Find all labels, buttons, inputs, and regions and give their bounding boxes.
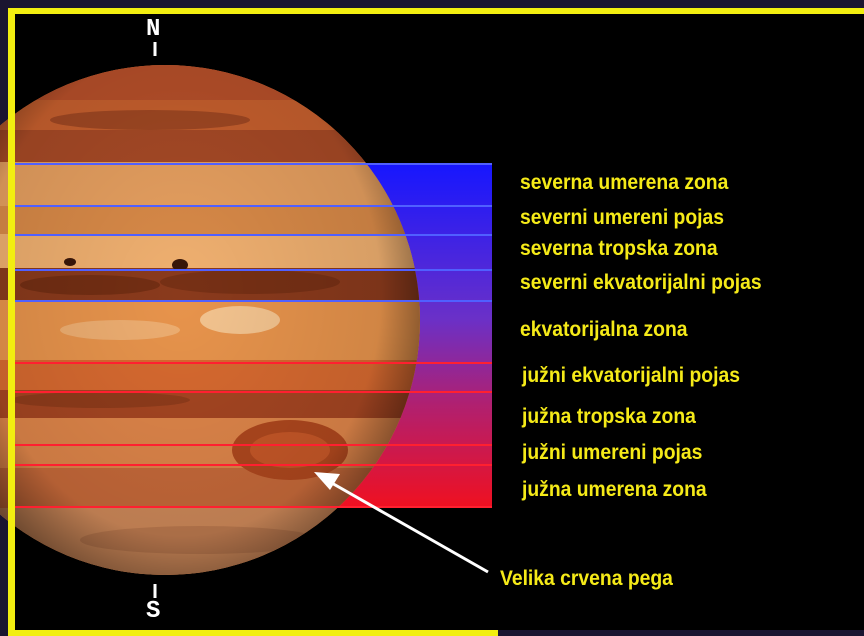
- south-pole-label: S: [146, 598, 161, 625]
- zone-label-juzni-umereni-pojas: južni umereni pojas: [522, 441, 703, 464]
- zone-label-severni-ekvatorijalni-pojas: severni ekvatorijalni pojas: [520, 271, 762, 294]
- zone-label-severna-tropska-zona: severna tropska zona: [520, 237, 718, 260]
- frame-top-border: [8, 8, 864, 14]
- zone-label-juzna-umerena-zona: južna umerena zona: [522, 478, 707, 501]
- great-red-spot-label: Velika crvena pega: [500, 567, 673, 590]
- spot-arrowhead-icon: [314, 472, 340, 490]
- frame-left-border: [8, 8, 15, 636]
- zone-lines: [15, 163, 492, 508]
- north-pole-label: N: [146, 16, 161, 43]
- zone-label-juzni-ekvatorijalni-pojas: južni ekvatorijalni pojas: [522, 364, 740, 387]
- frame-bottom-border: [8, 630, 498, 636]
- spot-arrow-line: [329, 480, 489, 574]
- zone-label-ekvatorijalna-zona: ekvatorijalna zona: [520, 318, 688, 341]
- zone-label-juzna-tropska-zona: južna tropska zona: [522, 405, 696, 428]
- zone-label-severni-umereni-pojas: severni umereni pojas: [520, 206, 725, 229]
- zone-label-severna-umerena-zona: severna umerena zona: [520, 171, 729, 194]
